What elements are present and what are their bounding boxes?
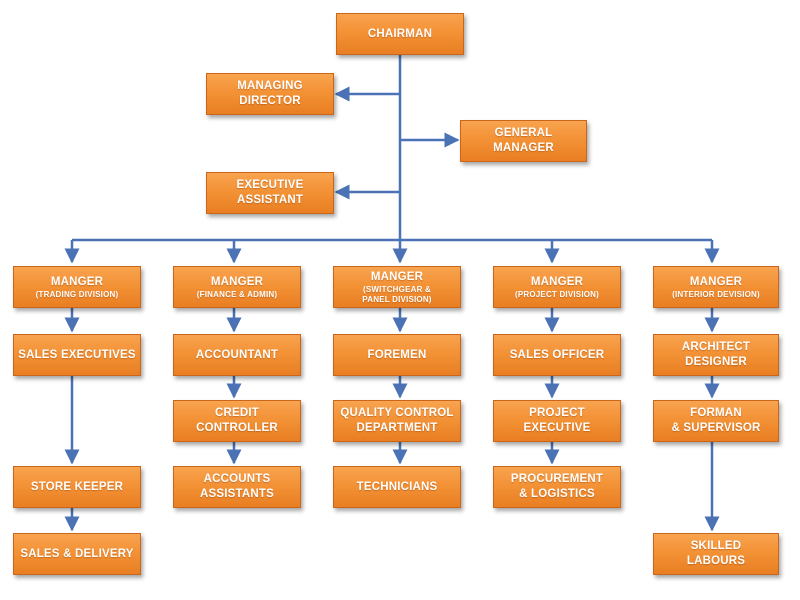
managing-director-box: MANAGING DIRECTOR [206,73,334,115]
manager-switchgear-box: MANGER (SWITCHGEAR & PANEL DIVISION) [333,266,461,308]
accountant-box: ACCOUNTANT [173,334,301,376]
forman-supervisor-label-line1: FORMAN [690,407,742,419]
foremen-label: FOREMEN [367,348,427,361]
foremen-box: FOREMEN [333,334,461,376]
forman-supervisor-box: FORMAN & SUPERVISOR [653,400,779,442]
chairman-label: CHAIRMAN [367,27,433,40]
credit-controller-label-line1: CREDIT [214,407,259,419]
architect-designer-box: ARCHITECT DESIGNER [653,334,779,376]
skilled-labours-label-line1: SKILLED [690,540,742,552]
manager-interior-box: MANGER (INTERIOR DEVISION) [653,266,779,308]
executive-assistant-label-line1: EXECUTIVE [236,179,304,191]
quality-control-label-line1: QUALITY CONTROL [340,407,454,419]
manager-trading-box: MANGER (TRADING DIVISION) [13,266,141,308]
sales-executives-label: SALES EXECUTIVES [18,348,136,361]
manager-switchgear-division-line2: PANEL DIVISION) [362,294,432,304]
chairman-box: CHAIRMAN [336,13,464,55]
forman-supervisor-label-line2: & SUPERVISOR [671,422,761,434]
skilled-labours-box: SKILLED LABOURS [653,533,779,575]
credit-controller-box: CREDIT CONTROLLER [173,400,301,442]
credit-controller-label-line2: CONTROLLER [196,422,278,434]
accounts-assistants-box: ACCOUNTS ASSISTANTS [173,466,301,508]
sales-delivery-label: SALES & DELIVERY [20,547,134,560]
sales-executives-box: SALES EXECUTIVES [13,334,141,376]
sales-officer-label: SALES OFFICER [509,348,605,361]
manager-finance-box: MANGER (FINANCE & ADMIN) [173,266,301,308]
managing-director-label-line1: MANAGING [237,80,303,92]
general-manager-label-line2: MANAGER [493,142,554,154]
manager-finance-division: (FINANCE & ADMIN) [196,289,278,299]
manager-project-title: MANGER [530,275,584,288]
manager-finance-title: MANGER [210,275,264,288]
skilled-labours-label-line2: LABOURS [686,555,746,567]
technicians-label: TECHNICIANS [356,480,438,493]
manager-interior-division: (INTERIOR DEVISION) [672,289,760,299]
manager-project-box: MANGER (PROJECT DIVISION) [493,266,621,308]
sales-officer-box: SALES OFFICER [493,334,621,376]
general-manager-label-line1: GENERAL [494,127,553,139]
project-executive-box: PROJECT EXECUTIVE [493,400,621,442]
manager-trading-division: (TRADING DIVISION) [35,289,119,299]
general-manager-box: GENERAL MANAGER [460,120,587,162]
manager-switchgear-division-line1: (SWITCHGEAR & [363,284,431,294]
project-executive-label-line1: PROJECT [529,407,585,419]
accountant-label: ACCOUNTANT [195,348,279,361]
manager-interior-title: MANGER [689,275,743,288]
quality-control-box: QUALITY CONTROL DEPARTMENT [333,400,461,442]
architect-designer-label-line1: ARCHITECT [681,341,751,353]
manager-trading-title: MANGER [50,275,104,288]
architect-designer-label-line2: DESIGNER [685,356,747,368]
technicians-box: TECHNICIANS [333,466,461,508]
manager-project-division: (PROJECT DIVISION) [514,289,600,299]
store-keeper-label: STORE KEEPER [30,480,124,493]
managing-director-label-line2: DIRECTOR [239,95,301,107]
executive-assistant-box: EXECUTIVE ASSISTANT [206,172,334,214]
procurement-logistics-label-line2: & LOGISTICS [519,488,595,500]
accounts-assistants-label-line1: ACCOUNTS [203,473,271,485]
procurement-logistics-label-line1: PROCUREMENT [510,473,604,485]
accounts-assistants-label-line2: ASSISTANTS [200,488,274,500]
quality-control-label-line2: DEPARTMENT [356,422,438,434]
store-keeper-box: STORE KEEPER [13,466,141,508]
sales-delivery-box: SALES & DELIVERY [13,533,141,575]
project-executive-label-line2: EXECUTIVE [523,422,591,434]
executive-assistant-label-line2: ASSISTANT [236,194,304,206]
manager-switchgear-title: MANGER [370,270,424,283]
procurement-logistics-box: PROCUREMENT & LOGISTICS [493,466,621,508]
